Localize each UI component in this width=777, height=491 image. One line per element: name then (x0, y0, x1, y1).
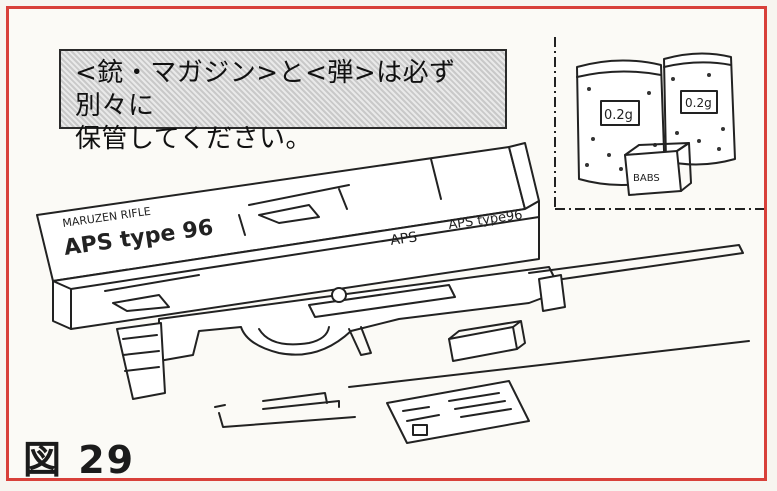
figure-label: 図 29 (23, 438, 136, 481)
bb-bag-back: 0.2g (663, 52, 736, 166)
bb-inset-divider (554, 37, 764, 210)
hex-wrenches (214, 392, 356, 428)
rifle (116, 244, 744, 400)
storage-notice-line-1: <銃・マガジン>と<弾>は必ず別々に (75, 58, 456, 121)
bb-bag-back-label: 0.2g (685, 96, 712, 110)
magazine (448, 320, 526, 362)
cleaning-rod (348, 340, 750, 388)
bb-small-box-label: BABS (633, 173, 660, 184)
bb-bag-front-label: 0.2g (604, 108, 633, 123)
bb-small-box: BABS (624, 142, 692, 196)
rifle-package-illustration: 0.2g 0.2g BABS (36, 37, 764, 444)
figure-frame: <銃・マガジン>と<弾>は必ず別々に 保管してください。 0.2g 0.2g (6, 6, 767, 481)
box-logo: APS (389, 229, 418, 249)
storage-notice: <銃・マガジン>と<弾>は必ず別々に 保管してください。 (59, 49, 507, 154)
storage-notice-line-2: 保管してください。 (75, 124, 312, 154)
instruction-card (386, 380, 530, 444)
product-box: MARUZEN RIFLE APS type 96 APS APS type96 (36, 142, 540, 330)
